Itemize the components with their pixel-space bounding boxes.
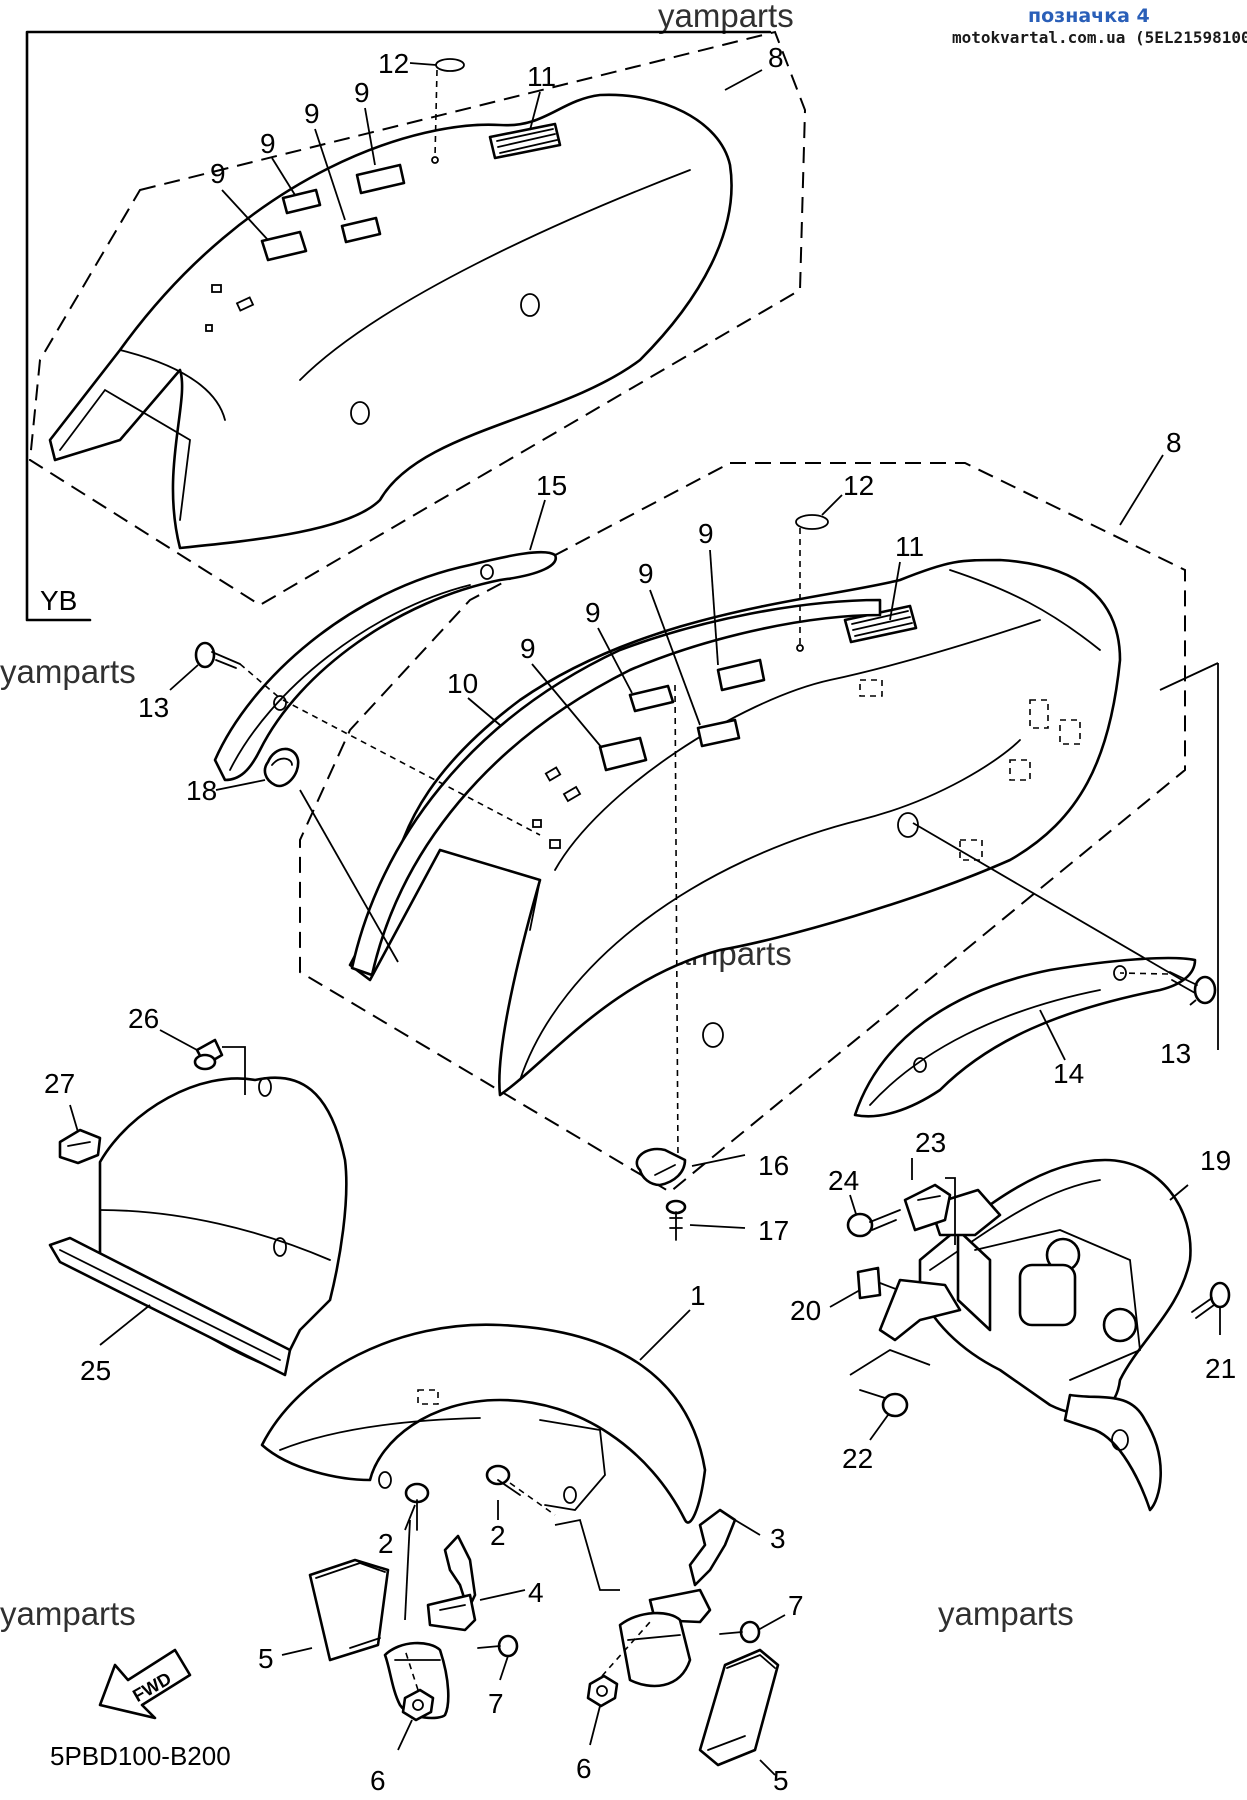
fwd-arrow: FWD <box>98 1648 192 1720</box>
watermark: yamparts <box>0 1595 136 1632</box>
callout-18: 18 <box>186 775 217 806</box>
bolt-2-right <box>485 1464 556 1520</box>
callout-7-left: 7 <box>488 1688 504 1719</box>
callout-7-right: 7 <box>788 1590 804 1621</box>
nut-6-right <box>586 1621 651 1746</box>
callout-5-right: 5 <box>773 1765 789 1796</box>
right-rail <box>853 956 1197 1118</box>
callout-2-right: 2 <box>490 1520 506 1551</box>
leader-line <box>912 822 1183 981</box>
leader-line <box>674 684 679 1161</box>
rear-fender-boundary <box>299 462 1186 1194</box>
bolt-2-left <box>404 1482 430 1531</box>
callout-3: 3 <box>770 1523 786 1554</box>
callout-17: 17 <box>758 1215 789 1246</box>
callout-9-inset: 9 <box>260 128 276 159</box>
header-label: позначка 4 <box>1028 5 1150 27</box>
bolt-13-left <box>169 641 283 701</box>
bracket-3 <box>554 1508 761 1624</box>
callout-9: 9 <box>585 597 601 628</box>
leader-line <box>1159 662 1219 691</box>
bolt-21 <box>1191 1281 1231 1335</box>
callout-10: 10 <box>447 668 478 699</box>
inset-decals <box>260 122 562 262</box>
leader-line <box>282 699 541 836</box>
watermark: yamparts <box>658 0 794 34</box>
grommet-18 <box>215 747 399 963</box>
front-panel-25 <box>48 1076 348 1377</box>
callout-9-inset: 9 <box>354 77 370 108</box>
callout-21: 21 <box>1205 1353 1236 1384</box>
callout-24: 24 <box>828 1165 859 1196</box>
screw-7-left <box>477 1634 519 1681</box>
callout-9-inset: 9 <box>304 98 320 129</box>
screw-17 <box>665 1199 746 1241</box>
callout-25: 25 <box>80 1355 111 1386</box>
callout-9: 9 <box>638 558 654 589</box>
inset-rear-fender <box>48 93 733 550</box>
nut-6-left <box>397 1649 435 1751</box>
callout-12: 12 <box>843 470 874 501</box>
screw-22 <box>849 1349 931 1441</box>
rear-fender-decals <box>598 604 918 772</box>
callout-11: 11 <box>895 531 924 562</box>
callout-13-right: 13 <box>1160 1038 1191 1069</box>
inset-label: YB <box>40 585 77 616</box>
reflector-5-right <box>698 1648 780 1776</box>
fender-strip <box>350 598 882 977</box>
callout-27: 27 <box>44 1068 75 1099</box>
left-rail <box>213 550 558 782</box>
callout-1: 1 <box>690 1280 706 1311</box>
lower-bracket-right <box>618 1611 692 1688</box>
watermark: yamparts <box>0 653 136 690</box>
callout-11-inset: 11 <box>527 61 556 92</box>
callout-22: 22 <box>842 1443 873 1474</box>
callout-2-left: 2 <box>378 1528 394 1559</box>
callout-12-inset: 12 <box>378 48 409 79</box>
callout-8: 8 <box>1166 427 1182 458</box>
callout-8-inset: 8 <box>768 42 784 73</box>
bolt-13-right <box>1119 971 1217 1006</box>
inset-frame: YB <box>25 30 807 622</box>
nut-plate-20 <box>829 1266 962 1342</box>
callout-5-left: 5 <box>258 1643 274 1674</box>
callout-9-inset: 9 <box>210 158 226 189</box>
callout-6-left: 6 <box>370 1765 386 1796</box>
header-site: motokvartal.com.ua (5EL215981000) <box>952 28 1247 47</box>
reflector-5-left <box>281 1558 390 1662</box>
watermark: yamparts <box>938 1595 1074 1632</box>
callout-20: 20 <box>790 1295 821 1326</box>
callout-13-left: 13 <box>138 692 169 723</box>
nut-27 <box>58 1104 102 1165</box>
front-fender <box>260 1309 707 1524</box>
callout-9: 9 <box>698 518 714 549</box>
callout-26: 26 <box>128 1003 159 1034</box>
taillight-housing <box>918 1158 1192 1512</box>
callout-4: 4 <box>528 1577 544 1608</box>
callout-19: 19 <box>1200 1145 1231 1176</box>
clip-26 <box>159 1029 246 1095</box>
screw-24 <box>846 1194 901 1238</box>
callout-14: 14 <box>1053 1058 1084 1089</box>
screw-7-right <box>719 1614 786 1644</box>
callout-15: 15 <box>536 470 567 501</box>
callout-23: 23 <box>915 1127 946 1158</box>
callout-9: 9 <box>520 633 536 664</box>
clamp-23 <box>903 1158 956 1245</box>
callout-6-right: 6 <box>576 1753 592 1784</box>
callout-16: 16 <box>758 1150 789 1181</box>
clip-16 <box>635 1147 746 1187</box>
bracket-4 <box>404 1519 526 1632</box>
diagram-code: 5PBD100-B200 <box>50 1741 231 1771</box>
